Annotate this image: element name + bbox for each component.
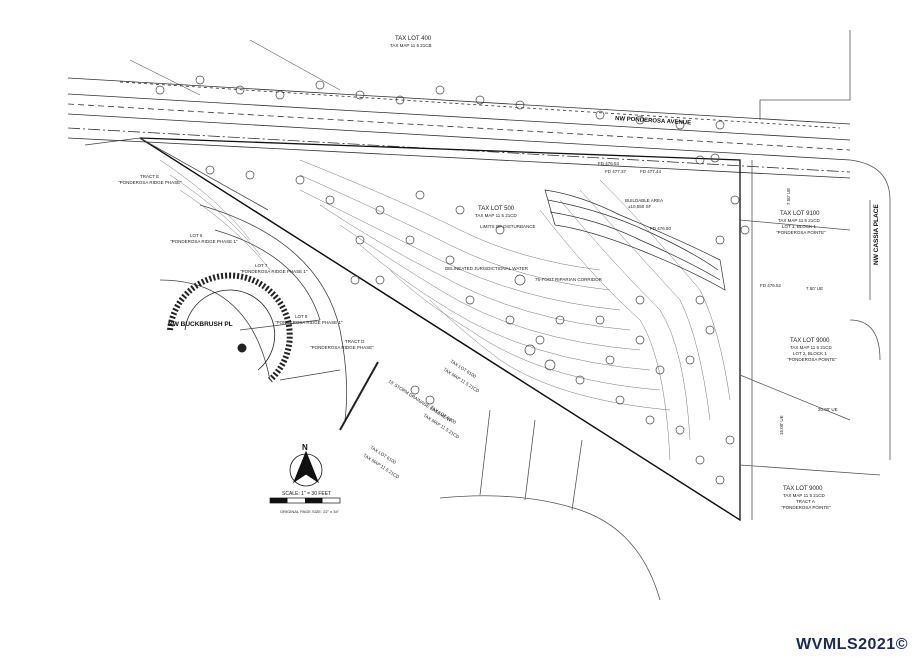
- label-ue-2000: 20.00' UE: [818, 407, 838, 412]
- label-tax-lot-9000a: TAX LOT 9000: [790, 338, 830, 344]
- label-lot-8-sub: "PONDEROSA RIDGE PHASE 1": [275, 320, 343, 325]
- label-lot-8: LOT 8: [295, 314, 308, 319]
- curb-lines: [759, 30, 891, 460]
- label-delineated-wetland: DELINEATED JURISDICTIONAL WATER: [445, 266, 529, 271]
- label-ue-750b: 7.50' UE: [806, 286, 823, 291]
- contour-lines: [159, 159, 731, 461]
- label-tl9000b-map: TAX MAP 11 5 21CD: [783, 493, 826, 498]
- right-lot-lines: [739, 160, 881, 520]
- subdivision-lots: [84, 137, 348, 421]
- label-tl9000b-sub: "PONDEROSA POINTE": [781, 505, 831, 510]
- north-arrow: N: [289, 443, 323, 487]
- label-fd-47652: FD 476.52: [760, 283, 782, 288]
- label-tl9000a-lot: LOT 2, BLOCK 1: [793, 351, 827, 356]
- label-street-ponderosa: NW PONDEROSA AVENUE: [615, 116, 691, 127]
- label-tax-map-21cb: TAX MAP 11 5 21CB: [390, 43, 432, 48]
- label-riparian-corridor: 75-FOOT RIPARIAN CORRIDOR: [535, 277, 603, 282]
- plan-labels: TAX LOT 400 TAX MAP 11 5 21CB NW PONDERO…: [118, 36, 880, 510]
- label-tl9000b-lot: TRACT A: [796, 499, 815, 504]
- label-tax-lot-400: TAX LOT 400: [395, 36, 432, 42]
- label-fd-47737: FD 477.37: [605, 169, 627, 174]
- trees: [155, 75, 750, 485]
- label-tl9000a-sub: "PONDEROSA POINTE": [787, 357, 837, 362]
- label-cassia: NW CASSIA PLACE: [873, 204, 880, 265]
- label-ue-1500: 15.00' UE: [779, 415, 784, 435]
- label-tl9100-map: TAX MAP 11 5 21CD: [778, 218, 821, 223]
- label-scale: SCALE: 1" = 30 FEET: [282, 491, 331, 497]
- road-corridor: [67, 39, 851, 179]
- label-lot-7: LOT 7: [255, 263, 268, 268]
- label-tax-lot-500: TAX LOT 500: [478, 206, 515, 212]
- label-tract-e: TRACT E: [140, 174, 159, 179]
- north-letter: N: [302, 443, 308, 452]
- label-tl9100-sub: "PONDEROSA POINTE": [776, 230, 826, 235]
- label-tract-d: TRACT D: [345, 339, 365, 344]
- label-buckbrush: NW BUCKBRUSH PL: [168, 321, 233, 328]
- label-lot-7-sub: "PONDEROSA RIDGE PHASE 1": [240, 269, 308, 274]
- label-lot-6-sub: "PONDEROSA RIDGE PHASE 1": [170, 239, 238, 244]
- bottom-lot-lines: [439, 409, 661, 601]
- label-fd-47650: FD 476.50: [650, 226, 672, 231]
- cul-de-sac: [167, 272, 293, 383]
- label-fd-47744: FD 477.44: [640, 169, 662, 174]
- label-ponderosa-phase-2: "PONDEROSA RIDGE PHASE": [310, 345, 374, 350]
- label-tax-map-21cd-a: TAX MAP 11 5 21CD: [475, 213, 518, 218]
- label-lot-6: LOT 6: [190, 233, 203, 238]
- label-building-sf: ±10,550 SF: [628, 204, 651, 209]
- label-tl9000a-map: TAX MAP 11 5 21CD: [790, 345, 833, 350]
- label-building-area: BUILDABLE AREA: [625, 198, 663, 203]
- mls-watermark: WVMLS2021©: [796, 636, 908, 653]
- label-fd-47653: FD 476.53: [598, 161, 620, 166]
- label-limits-disturbance: LIMITS OF DISTURBANCE: [480, 224, 536, 229]
- label-original-size: ORIGINAL PAGE SIZE: 22" x 34": [280, 509, 340, 514]
- building-area: [544, 189, 726, 291]
- label-tax-lot-9000b: TAX LOT 9000: [783, 486, 823, 492]
- label-tl9100-lot: LOT 1, BLOCK 1: [782, 224, 816, 229]
- label-tax-lot-9100: TAX LOT 9100: [780, 211, 820, 217]
- label-ue-750a: 7.50' UE: [786, 188, 791, 205]
- label-ponderosa-phase: "PONDEROSA RIDGE PHASE": [118, 180, 182, 185]
- label-drainage: 15' STORM DRAINAGE EASEMENT: [387, 379, 452, 424]
- property-boundary: [139, 137, 741, 522]
- drainage-easement: [339, 361, 379, 431]
- scale-bar: SCALE: 1" = 30 FEET ORIGINAL PAGE SIZE: …: [269, 491, 341, 514]
